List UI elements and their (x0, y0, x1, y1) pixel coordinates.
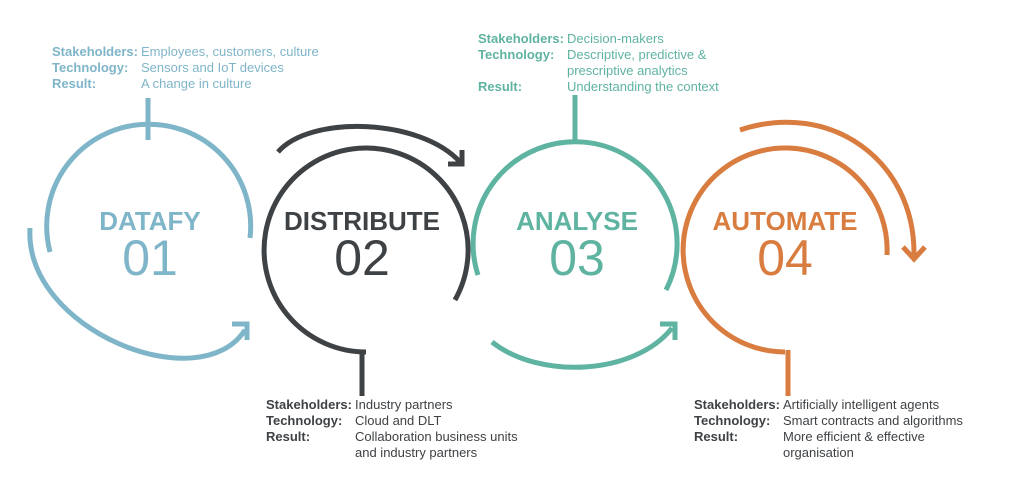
datafy-technology-sep: : (123, 60, 129, 75)
analyse-info: Stakeholders: Decision-makers Technology… (478, 31, 737, 95)
automate-technology-row: Technology: Smart contracts and algorith… (694, 413, 988, 429)
automate-result-value: More efficient & effective organisation (783, 429, 925, 460)
distribute-stakeholders-value: Industry partners (355, 397, 453, 412)
distribute-result-label: Result (266, 429, 306, 444)
analyse-result-label: Result (478, 79, 518, 94)
distribute-stakeholders-row: Stakeholders: Industry partners (266, 397, 535, 413)
datafy-result-value: A change in culture (141, 76, 252, 91)
datafy-stakeholders-label: Stakeholders (52, 44, 134, 59)
datafy-arrowhead (232, 321, 250, 340)
stage-distribute-graphic (261, 123, 471, 396)
distribute-info: Stakeholders: Industry partners Technolo… (266, 397, 535, 461)
stage-analyse-graphic (470, 95, 680, 370)
datafy-result-sep: : (91, 76, 97, 91)
automate-title: AUTOMATE (713, 206, 858, 236)
stage-datafy-graphic (27, 98, 254, 361)
automate-result-label: Result (694, 429, 734, 444)
datafy-outer-arrow (27, 227, 248, 361)
distribute-stakeholders-label: Stakeholders (266, 397, 348, 412)
distribute-result-value: Collaboration business units and industr… (355, 429, 518, 460)
distribute-stakeholders-sep: : (347, 397, 352, 412)
automate-stakeholders-label: Stakeholders (694, 397, 776, 412)
datafy-number: 01 (122, 230, 178, 286)
datafy-technology-row: Technology: Sensors and IoT devices (52, 60, 319, 76)
analyse-result-sep: : (517, 79, 523, 94)
distribute-technology-label: Technology (266, 413, 338, 428)
analyse-stakeholders-label: Stakeholders (478, 31, 560, 46)
distribute-result-row: Result: Collaboration business units and… (266, 429, 535, 461)
analyse-title: ANALYSE (516, 206, 638, 236)
distribute-ring (261, 145, 471, 355)
analyse-result-row: Result: Understanding the context (478, 79, 737, 95)
distribute-arrowhead (448, 150, 465, 167)
automate-technology-value: Smart contracts and algorithms (783, 413, 963, 428)
distribute-technology-value: Cloud and DLT (355, 413, 442, 428)
datafy-technology-label: Technology (52, 60, 124, 75)
distribute-technology-sep: : (337, 413, 343, 428)
datafy-stakeholders-value: Employees, customers, culture (141, 44, 319, 59)
distribute-title: DISTRIBUTE (284, 206, 440, 236)
automate-stakeholders-row: Stakeholders: Artificially intelligent a… (694, 397, 988, 413)
automate-arrowhead (901, 245, 927, 263)
analyse-technology-sep: : (549, 47, 555, 62)
datafy-stakeholders-row: Stakeholders: Employees, customers, cult… (52, 44, 319, 60)
analyse-number: 03 (549, 230, 605, 286)
automate-technology-label: Technology (694, 413, 766, 428)
distribute-result-sep: : (305, 429, 311, 444)
analyse-technology-row: Technology: Descriptive, predictive & pr… (478, 47, 737, 79)
analyse-ring (470, 139, 680, 292)
automate-info: Stakeholders: Artificially intelligent a… (694, 397, 988, 461)
automate-number: 04 (757, 230, 813, 286)
analyse-outer-arrow (490, 326, 674, 370)
automate-stakeholders-sep: : (775, 397, 780, 412)
distribute-technology-row: Technology: Cloud and DLT (266, 413, 535, 429)
automate-result-sep: : (733, 429, 739, 444)
analyse-result-value: Understanding the context (567, 79, 719, 94)
automate-technology-sep: : (765, 413, 771, 428)
datafy-technology-value: Sensors and IoT devices (141, 60, 284, 75)
distribute-outer-arrow (276, 123, 462, 164)
datafy-info: Stakeholders: Employees, customers, cult… (52, 44, 319, 92)
datafy-title: DATAFY (99, 206, 201, 236)
analyse-technology-label: Technology (478, 47, 550, 62)
automate-result-row: Result: More efficient & effective organ… (694, 429, 988, 461)
analyse-technology-value: Descriptive, predictive & prescriptive a… (567, 47, 707, 78)
automate-stakeholders-value: Artificially intelligent agents (783, 397, 940, 412)
datafy-stakeholders-sep: : (133, 44, 138, 59)
distribute-number: 02 (334, 230, 390, 286)
datafy-result-label: Result (52, 76, 92, 91)
analyse-stakeholders-value: Decision-makers (567, 31, 664, 46)
automate-outer-arrow (739, 119, 917, 256)
analyse-stakeholders-row: Stakeholders: Decision-makers (478, 31, 737, 47)
analyse-arrowhead (660, 321, 678, 340)
stage-automate-graphic (680, 119, 927, 396)
datafy-ring (44, 121, 254, 253)
analyse-stakeholders-sep: : (559, 31, 564, 46)
datafy-result-row: Result: A change in culture (52, 76, 319, 92)
automate-ring (680, 145, 890, 355)
